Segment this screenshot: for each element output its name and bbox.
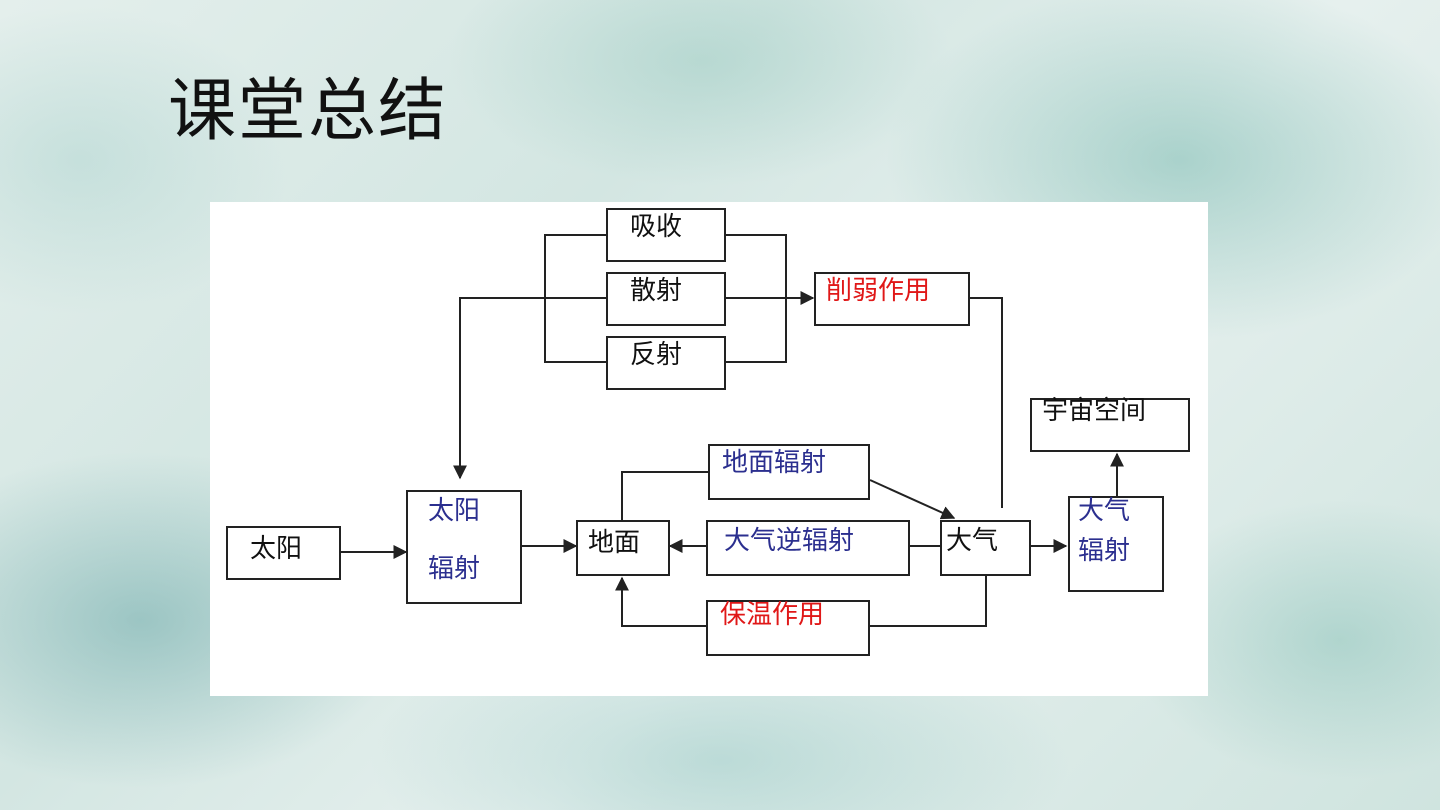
- line-ground-to-ground-radiation: [621, 471, 708, 532]
- node-solar-radiation: 太阳 辐射: [406, 490, 522, 604]
- node-absorb: 吸收: [606, 208, 726, 262]
- line-atmosphere-to-weakening: [970, 297, 1003, 508]
- node-space: 宇宙空间: [1030, 396, 1190, 452]
- arrow-insulation-to-ground: [615, 576, 706, 627]
- node-atmosphere: 大气: [940, 520, 1031, 576]
- diagram-connectors: [341, 234, 1124, 627]
- node-weakening: 削弱作用: [814, 272, 970, 326]
- arrow-weakening-to-solar-radiation: [453, 297, 545, 480]
- node-sun: 太阳: [226, 526, 341, 580]
- node-scatter: 散射: [606, 272, 726, 326]
- node-insulation: 保温作用: [706, 600, 870, 656]
- page-title: 课堂总结: [168, 72, 449, 151]
- node-atmospheric-counter-radiation: 大气逆辐射: [706, 520, 910, 576]
- node-ground: 地面: [576, 520, 670, 576]
- node-atmospheric-radiation: 大气 辐射: [1068, 496, 1164, 592]
- arrow-ground-radiation-to-atmosphere: [869, 479, 956, 520]
- line-atmosphere-to-insulation: [870, 576, 987, 627]
- node-reflect: 反射: [606, 336, 726, 390]
- heat-balance-diagram: 太阳 太阳 辐射 吸收 散射 反射 削弱作用 地面 地面辐射 大气逆辐射 保温作…: [210, 202, 1208, 696]
- node-ground-radiation: 地面辐射: [708, 444, 870, 500]
